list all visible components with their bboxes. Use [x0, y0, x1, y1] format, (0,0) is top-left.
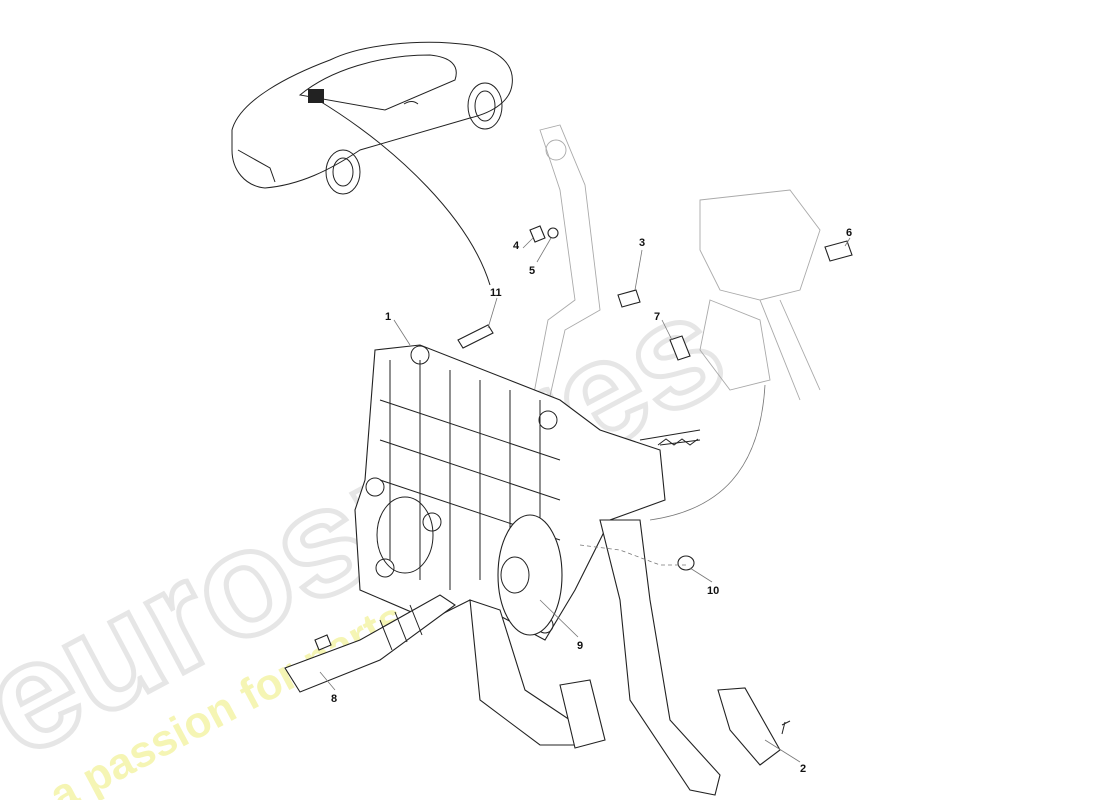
callout-5: 5: [529, 265, 535, 277]
callout-2: 2: [800, 763, 806, 775]
bolt-11: [457, 324, 494, 349]
callout-9: 9: [577, 640, 583, 652]
callout-11: 11: [490, 287, 502, 299]
pedal-box-housing: [354, 344, 701, 641]
clip-4: [529, 225, 546, 243]
clutch-master-cylinder: [284, 594, 456, 693]
pedal-pad-2: [717, 687, 781, 766]
callout-7: 7: [654, 311, 660, 323]
washer-5: [547, 227, 559, 239]
pedal-location-marker: [308, 89, 324, 103]
callout-1: 1: [385, 311, 391, 323]
pedals: [469, 519, 791, 796]
clutch-switch-assembly: [699, 189, 821, 401]
callout-8: 8: [331, 693, 337, 705]
bump-stop-10: [677, 555, 695, 571]
leader-lines: [319, 237, 851, 763]
pin-3: [617, 289, 641, 308]
callout-4: 4: [513, 240, 520, 252]
car-location-illustration: [231, 41, 513, 286]
bushing-9: [497, 514, 563, 636]
clip-7: [669, 335, 691, 361]
callout-6: 6: [846, 227, 852, 239]
callout-10: 10: [707, 585, 719, 597]
pin-6: [824, 240, 853, 262]
callout-3: 3: [639, 237, 645, 249]
